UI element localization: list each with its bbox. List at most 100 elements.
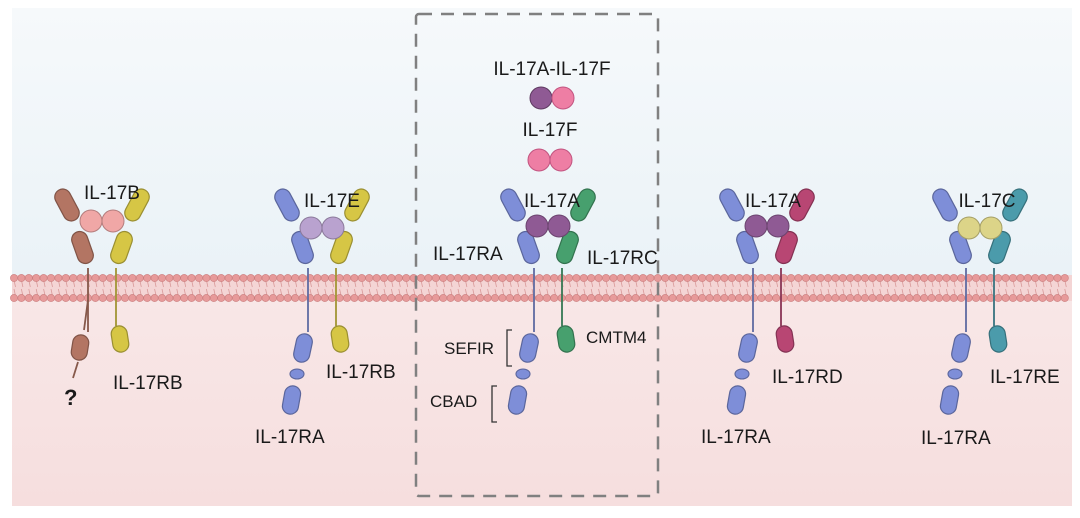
receptor-label: IL-17RA [255, 427, 325, 448]
lipid-head [846, 274, 855, 282]
lipid-head [757, 274, 766, 282]
lipid-head [128, 294, 137, 302]
lipid-head [616, 274, 625, 282]
right-receptor-d1 [789, 188, 815, 222]
lipid-head [942, 274, 951, 282]
lipid-head [1001, 274, 1010, 282]
lipid-head [17, 274, 26, 282]
receptor-linker [734, 368, 750, 380]
lipid-head [39, 274, 48, 282]
lipid-head [1023, 274, 1032, 282]
lipid-head [187, 274, 196, 282]
lipid-head [232, 274, 240, 282]
lipid-head [298, 294, 307, 302]
right-receptor-d1 [344, 188, 370, 222]
lipid-head [809, 294, 818, 302]
lipid-head [875, 274, 884, 282]
lipid-head [868, 274, 877, 282]
lipid-head [957, 294, 966, 302]
lipid-head [861, 294, 869, 302]
lipid-head [446, 294, 455, 302]
ligand-label: IL-17B [84, 183, 140, 204]
lipid-head [972, 274, 980, 282]
lipid-head [905, 274, 914, 282]
lipid-head [239, 294, 248, 302]
receptor-label: IL-17RB [326, 362, 396, 383]
lipid-head [335, 274, 344, 282]
lipid-head [424, 294, 433, 302]
lipid-head [550, 274, 559, 282]
lipid-head [61, 294, 70, 302]
lipid-head [683, 274, 692, 282]
lipid-head [491, 274, 499, 282]
lipid-head [994, 294, 1003, 302]
lipid-head [165, 274, 174, 282]
lipid-head [912, 274, 921, 282]
lipid-head [468, 294, 477, 302]
lipid-head [1053, 274, 1062, 282]
lipid-head [535, 294, 544, 302]
lipid-head [898, 294, 906, 302]
lipid-head [846, 294, 855, 302]
lipid-head [875, 294, 884, 302]
lipid-head [32, 294, 41, 302]
right-receptor-d1 [570, 188, 596, 222]
lipid-head [927, 294, 936, 302]
lipid-head [661, 294, 670, 302]
lipid-head [98, 294, 107, 302]
lipid-head [380, 294, 388, 302]
lipid-head [209, 274, 218, 282]
lipid-head [698, 274, 707, 282]
lipid-head [217, 294, 226, 302]
receptor-complex [274, 188, 370, 415]
lipid-head [639, 274, 647, 282]
lipid-head [890, 274, 899, 282]
lipid-head [735, 274, 744, 282]
lipid-head [350, 294, 359, 302]
ligand-ball [299, 216, 323, 240]
lipid-head [661, 274, 670, 282]
lipid-head [935, 274, 943, 282]
lipid-head [624, 274, 633, 282]
lipid-head [520, 294, 529, 302]
lipid-head [98, 274, 107, 282]
lipid-head [32, 274, 41, 282]
lipid-head [602, 294, 610, 302]
lipid-head [542, 274, 551, 282]
heterodimer-label: IL-17A-IL-17F [493, 59, 610, 80]
lipid-head [757, 294, 766, 302]
lipid-head [705, 294, 714, 302]
homodimer-label: IL-17F [523, 120, 578, 141]
left-intracellular [70, 334, 90, 361]
right-receptor-d2 [330, 230, 353, 265]
lipid-head [54, 274, 63, 282]
lipid-head [1038, 294, 1047, 302]
lipid-head [505, 294, 514, 302]
lipid-head [594, 274, 603, 282]
lipid-head [631, 274, 640, 282]
lipid-head [957, 274, 966, 282]
lipid-head [128, 274, 137, 282]
lipid-head [269, 294, 277, 302]
lipid-head [187, 294, 196, 302]
lipid-head [572, 274, 581, 282]
lipid-head [172, 294, 181, 302]
lipid-head [698, 294, 707, 302]
lipid-head [824, 274, 832, 282]
lipid-head [491, 294, 499, 302]
sefir-bracket [506, 329, 512, 367]
sefir-domain [951, 333, 971, 363]
right-receptor-d2 [110, 230, 133, 265]
sefir-domain [738, 333, 758, 363]
receptor-label: IL-17RC [587, 248, 658, 269]
lipid-head [417, 274, 425, 282]
domain-label-sefir: SEFIR [444, 339, 494, 358]
lipid-head [394, 294, 403, 302]
ligand-ball [321, 216, 345, 240]
receptor-complex [54, 188, 150, 379]
lipid-head [920, 294, 929, 302]
lipid-head [690, 294, 699, 302]
receptor-label: IL-17RA [701, 427, 771, 448]
lipid-head [195, 274, 203, 282]
ligand-ball [766, 214, 790, 238]
